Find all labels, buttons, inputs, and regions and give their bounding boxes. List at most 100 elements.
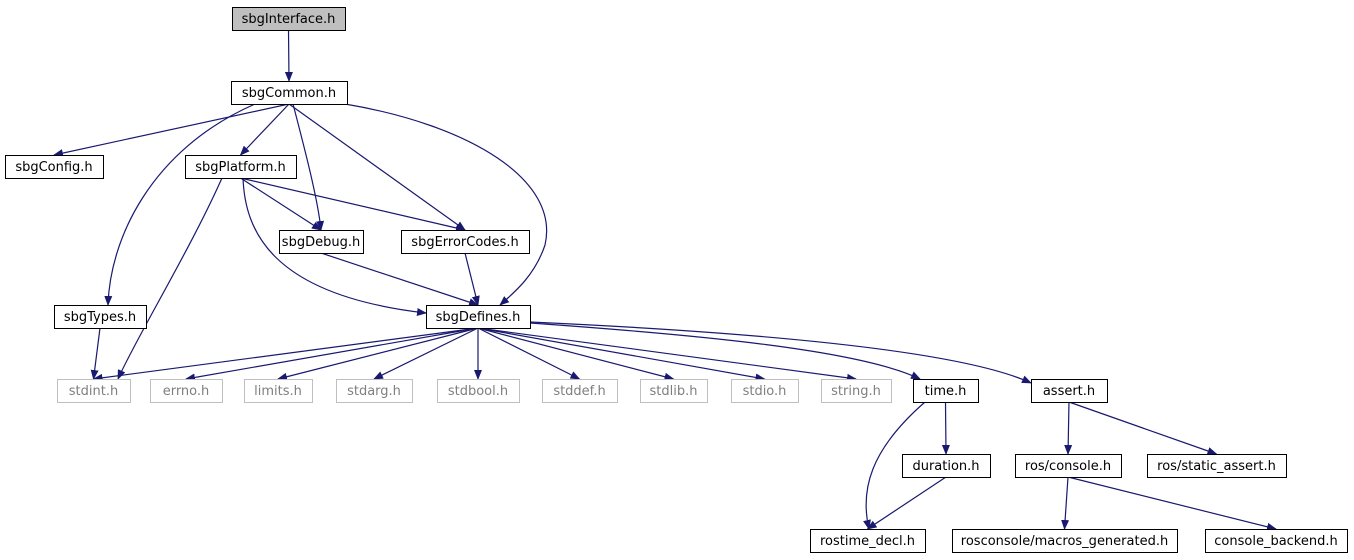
- node-label-sbgPlatform: sbgPlatform.h: [195, 160, 285, 175]
- edge-sbgCommon-to-sbgTypes: [104, 103, 256, 306]
- node-label-sbgConfig: sbgConfig.h: [15, 160, 92, 175]
- edge-sbgPlatform-to-sbgDefines: [242, 177, 427, 316]
- edge-assert-to-rosconsole: [1064, 401, 1073, 455]
- node-box-sbgConfig: [5, 155, 104, 179]
- node-box-limits: [244, 379, 313, 403]
- edge-sbgDefines-to-stdlib: [477, 327, 675, 381]
- node-box-rosstaticassert: [1147, 454, 1287, 478]
- node-box-sbgCommon: [231, 81, 348, 105]
- node-rostimedecl[interactable]: rostime_decl.h: [810, 529, 926, 553]
- node-box-rostimedecl: [810, 529, 926, 553]
- edge-time-to-rostimedecl: [863, 401, 926, 530]
- edge-sbgPlatform-to-sbgErrorCodes: [240, 177, 466, 232]
- node-label-duration: duration.h: [912, 459, 979, 474]
- node-sbgTypes[interactable]: sbgTypes.h: [54, 305, 147, 329]
- edge-time-to-duration: [941, 401, 950, 455]
- node-string: string.h: [821, 379, 892, 403]
- node-errno: errno.h: [150, 379, 223, 403]
- edge-sbgDefines-to-stddef: [477, 327, 581, 380]
- node-stddef: stddef.h: [542, 379, 618, 403]
- node-box-consolebackend: [1205, 529, 1348, 553]
- node-label-macrosgen: rosconsole/macros_generated.h: [961, 534, 1168, 549]
- node-label-assert: assert.h: [1043, 384, 1095, 399]
- node-label-sbgCommon: sbgCommon.h: [242, 86, 336, 101]
- node-box-stddef: [542, 379, 618, 403]
- node-box-string: [821, 379, 892, 403]
- edge-rosconsole-to-consolebackend: [1067, 476, 1277, 531]
- edge-sbgDefines-to-assert: [529, 321, 1032, 384]
- node-label-sbgDefines: sbgDefines.h: [436, 310, 521, 325]
- node-label-rosstaticassert: ros/static_assert.h: [1157, 459, 1276, 474]
- node-label-limits: limits.h: [254, 384, 302, 399]
- edge-sbgDefines-to-stdio: [477, 327, 766, 382]
- node-sbgConfig[interactable]: sbgConfig.h: [5, 155, 104, 179]
- node-stdio: stdio.h: [731, 379, 799, 403]
- node-box-sbgInterface: [232, 7, 346, 31]
- node-label-consolebackend: console_backend.h: [1214, 534, 1337, 549]
- node-label-rostimedecl: rostime_decl.h: [820, 534, 915, 549]
- node-sbgErrorCodes[interactable]: sbgErrorCodes.h: [401, 230, 530, 254]
- node-rosstaticassert[interactable]: ros/static_assert.h: [1147, 454, 1287, 478]
- node-duration[interactable]: duration.h: [902, 454, 991, 478]
- node-label-time: time.h: [925, 384, 967, 399]
- node-label-sbgInterface: sbgInterface.h: [242, 12, 336, 27]
- node-box-sbgDebug: [279, 230, 364, 254]
- node-time[interactable]: time.h: [913, 379, 979, 403]
- node-label-stdio: stdio.h: [743, 384, 787, 399]
- node-box-stdint: [57, 379, 131, 403]
- node-box-stdlib: [640, 379, 708, 403]
- edge-sbgDefines-to-time: [529, 322, 921, 380]
- edge-sbgTypes-to-stdint: [90, 327, 101, 380]
- edge-sbgDefines-to-stdint: [92, 327, 479, 382]
- node-label-errno: errno.h: [163, 384, 210, 399]
- edge-sbgDefines-to-errno: [185, 327, 479, 382]
- node-box-stdarg: [336, 379, 413, 403]
- node-box-sbgErrorCodes: [401, 230, 530, 254]
- node-sbgDebug[interactable]: sbgDebug.h: [279, 230, 364, 254]
- node-label-stdint: stdint.h: [69, 384, 118, 399]
- node-sbgCommon[interactable]: sbgCommon.h: [231, 81, 348, 105]
- node-label-stdarg: stdarg.h: [347, 384, 401, 399]
- node-macrosgen[interactable]: rosconsole/macros_generated.h: [952, 529, 1178, 553]
- node-label-sbgErrorCodes: sbgErrorCodes.h: [411, 235, 518, 250]
- edge-rosconsole-to-macrosgen: [1061, 476, 1070, 530]
- node-sbgDefines[interactable]: sbgDefines.h: [426, 305, 531, 329]
- node-box-rosconsole: [1015, 454, 1122, 478]
- edge-sbgCommon-to-sbgDebug: [292, 103, 325, 231]
- node-label-stdlib: stdlib.h: [650, 384, 698, 399]
- node-box-assert: [1031, 379, 1108, 403]
- edge-sbgCommon-to-sbgPlatform: [239, 103, 290, 156]
- node-label-stdbool: stdbool.h: [448, 384, 508, 399]
- nodes-layer: sbgInterface.h sbgCommon.h sbgConfig.h sbgP…: [5, 7, 1348, 553]
- edge-sbgDefines-to-limits: [277, 327, 479, 381]
- node-box-stdbool: [437, 379, 520, 403]
- node-stdint: stdint.h: [57, 379, 131, 403]
- node-stdbool: stdbool.h: [437, 379, 520, 403]
- node-box-duration: [902, 454, 991, 478]
- node-assert[interactable]: assert.h: [1031, 379, 1108, 403]
- edge-sbgDebug-to-sbgDefines: [320, 252, 479, 306]
- edge-assert-to-rosstaticassert: [1068, 401, 1218, 455]
- node-box-errno: [150, 379, 223, 403]
- edge-sbgInterface-to-sbgCommon: [284, 29, 293, 82]
- node-box-time: [913, 379, 979, 403]
- edge-sbgCommon-to-sbgDefines: [344, 103, 548, 306]
- node-sbgPlatform[interactable]: sbgPlatform.h: [185, 155, 297, 179]
- node-label-rosconsole: ros/console.h: [1025, 459, 1111, 474]
- edge-sbgPlatform-to-sbgDebug: [240, 177, 322, 231]
- node-label-stddef: stddef.h: [553, 384, 605, 399]
- node-stdlib: stdlib.h: [640, 379, 708, 403]
- edge-duration-to-rostimedecl: [866, 476, 947, 530]
- node-rosconsole[interactable]: ros/console.h: [1015, 454, 1122, 478]
- node-consolebackend[interactable]: console_backend.h: [1205, 529, 1348, 553]
- edge-sbgCommon-to-sbgErrorCodes: [288, 103, 466, 231]
- edge-sbgDefines-to-stdarg: [373, 327, 479, 380]
- node-box-sbgTypes: [54, 305, 147, 329]
- node-box-sbgDefines: [426, 305, 531, 329]
- node-box-stdio: [731, 379, 799, 403]
- node-limits: limits.h: [244, 379, 313, 403]
- edge-sbgErrorCodes-to-sbgDefines: [464, 252, 480, 306]
- node-label-string: string.h: [831, 384, 881, 399]
- node-sbgInterface[interactable]: sbgInterface.h: [232, 7, 346, 31]
